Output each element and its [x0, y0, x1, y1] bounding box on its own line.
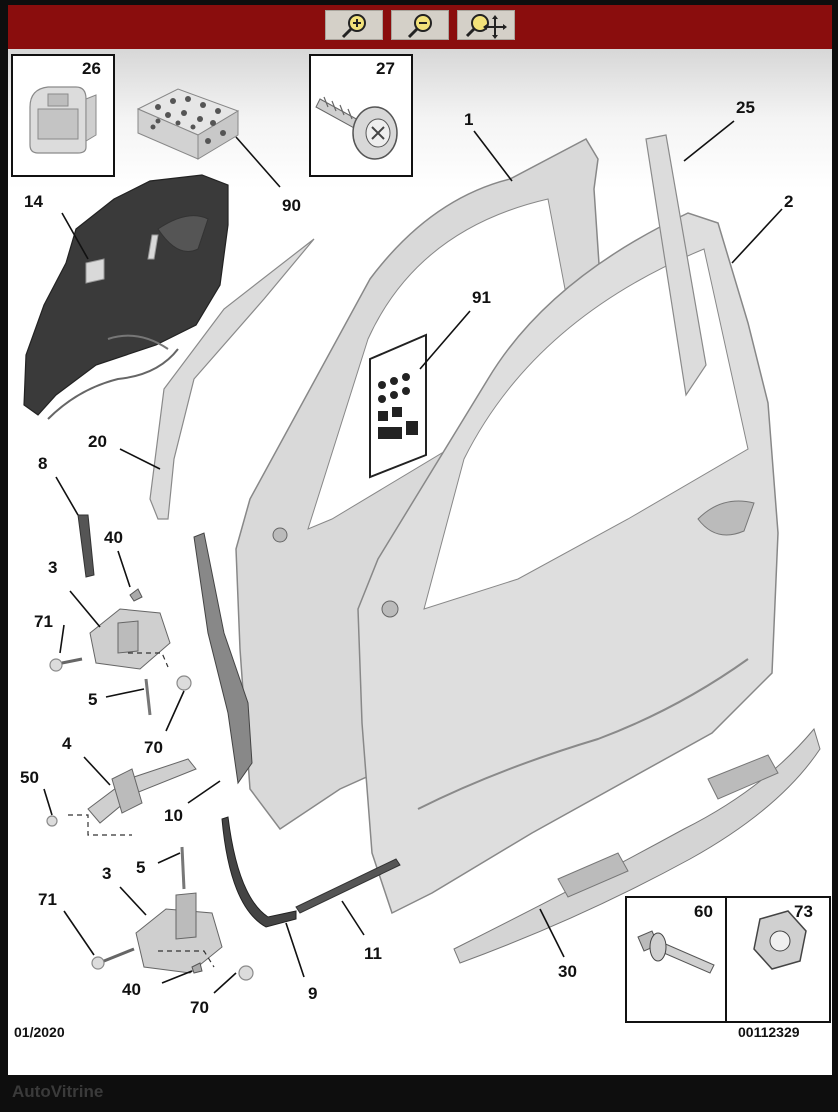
- callout-73: 73: [794, 902, 813, 921]
- callout-3-lower: 3: [102, 864, 111, 883]
- moulding-part-30: [453, 727, 821, 964]
- callout-27: 27: [376, 59, 395, 78]
- clip-part-40-lower: [191, 962, 203, 974]
- exploded-parts-diagram: 26 27 1 25 2 90 14 91 20 8 40 3 71 5 70 …: [11, 54, 831, 1040]
- callout-71-upper: 71: [34, 612, 53, 631]
- zoom-in-button[interactable]: [325, 10, 383, 40]
- callout-4: 4: [62, 734, 72, 753]
- watermark-text: AutoVitrine: [12, 1082, 104, 1101]
- callout-70-upper: 70: [144, 738, 163, 757]
- callout-60: 60: [694, 902, 713, 921]
- hinge-part-3-upper: [89, 608, 171, 670]
- zoom-out-icon: [407, 14, 432, 39]
- callout-70-lower: 70: [190, 998, 209, 1017]
- bolt-part-50: [46, 815, 58, 827]
- callout-40-upper: 40: [104, 528, 123, 547]
- clip-kit-90: [136, 88, 240, 160]
- bolt-part-71-lower: [91, 947, 135, 970]
- callout-11: 11: [364, 944, 382, 963]
- zoom-pan-button[interactable]: [457, 10, 515, 40]
- nut-part-70-lower: [238, 965, 254, 981]
- nut-part-70-upper: [176, 675, 192, 691]
- diagram-canvas[interactable]: 26 27 1 25 2 90 14 91 20 8 40 3 71 5 70 …: [8, 49, 832, 1075]
- callout-14: 14: [24, 192, 43, 211]
- callout-5-lower: 5: [136, 858, 145, 877]
- seal-part-8: [77, 514, 95, 578]
- zoom-in-icon: [341, 14, 366, 39]
- callout-40-lower: 40: [122, 980, 141, 999]
- callout-30: 30: [558, 962, 577, 981]
- callout-2: 2: [784, 192, 793, 211]
- callout-20: 20: [88, 432, 107, 451]
- door-panel-part-2: [357, 212, 779, 915]
- diagram-date: 01/2020: [14, 1024, 65, 1040]
- callout-26: 26: [82, 59, 101, 78]
- callout-71-lower: 71: [38, 890, 57, 909]
- zoom-pan-icon: [465, 14, 507, 39]
- callout-25: 25: [736, 98, 755, 117]
- seal-part-10: [193, 532, 253, 785]
- check-strap-part-4: [68, 758, 197, 836]
- clip-part-26: [29, 86, 97, 154]
- callout-90: 90: [282, 196, 301, 215]
- screw-part-27: [315, 96, 398, 160]
- nut-part-73: [753, 910, 807, 970]
- label-part-91: [369, 333, 427, 479]
- callout-91: 91: [472, 288, 491, 307]
- seal-part-11: [295, 858, 401, 914]
- callout-8: 8: [38, 454, 47, 473]
- clip-part-40-upper: [129, 588, 143, 602]
- hinge-part-3-lower: [135, 892, 223, 974]
- callout-5-upper: 5: [88, 690, 97, 709]
- trim-strip-part-20: [149, 238, 315, 520]
- callout-10: 10: [164, 806, 183, 825]
- zoom-out-button[interactable]: [391, 10, 449, 40]
- callout-labels: 26 27 1 25 2 90 14 91 20 8 40 3 71 5 70 …: [20, 59, 813, 1017]
- diagram-reference: 00112329: [738, 1024, 800, 1040]
- leader-lines: [43, 120, 783, 994]
- seal-part-9: [221, 816, 297, 928]
- insulator-part-14: [23, 174, 229, 420]
- callout-50: 50: [20, 768, 39, 787]
- bolt-part-71-upper: [49, 657, 83, 672]
- rivet-part-60: [637, 930, 715, 974]
- channel-part-25: [645, 134, 707, 397]
- pin-part-5-upper: [144, 678, 152, 716]
- callout-9: 9: [308, 984, 317, 1003]
- callout-3-upper: 3: [48, 558, 57, 577]
- pin-part-5-lower: [180, 846, 186, 890]
- viewer-toolbar: [8, 5, 832, 49]
- callout-1: 1: [464, 110, 473, 129]
